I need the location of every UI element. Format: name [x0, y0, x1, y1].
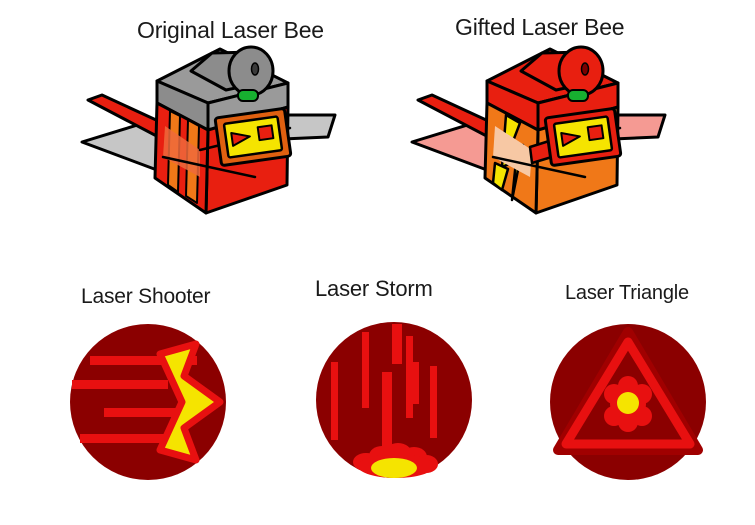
icon-laser-triangle	[550, 324, 706, 480]
panel-title-original-laser-bee: Original Laser Bee	[137, 17, 324, 43]
icon-title-laser-triangle: Laser Triangle	[565, 282, 689, 304]
panel-title-gifted-laser-bee: Gifted Laser Bee	[455, 14, 625, 40]
beam-2-storm	[392, 324, 402, 364]
triangle-ring-laser-triangle	[561, 337, 695, 449]
icon-laser-shooter	[70, 324, 226, 480]
disc-laser-storm	[316, 322, 472, 478]
beam-5-storm	[406, 336, 413, 418]
turret-aperture-gifted	[580, 62, 590, 76]
turret-aperture-original	[250, 62, 260, 76]
led-indicator-gifted	[567, 89, 589, 102]
beam-4-storm	[382, 372, 392, 454]
burst-arrow-shooter	[156, 340, 224, 464]
eye-right-gifted	[586, 124, 605, 142]
center-core-laser-triangle	[617, 392, 639, 414]
lightning-bolt-lower-gifted	[491, 161, 510, 192]
icon-title-laser-shooter: Laser Shooter	[81, 285, 211, 308]
drawing-gifted-laser-bee	[410, 45, 667, 215]
eye-left-original	[230, 131, 251, 147]
beam-2-shooter	[72, 380, 168, 389]
beam-3-storm	[331, 362, 338, 440]
icon-laser-storm	[316, 322, 472, 478]
drawing-original-laser-bee	[80, 45, 337, 215]
beam-3-shooter	[104, 408, 180, 417]
beam-7-storm	[430, 366, 437, 438]
beam-6-storm	[412, 362, 419, 404]
led-indicator-original	[237, 89, 259, 102]
impact-core-storm	[371, 458, 417, 478]
beam-1-shooter	[90, 356, 197, 365]
beam-4-shooter	[80, 434, 174, 443]
beam-1-storm	[362, 332, 369, 408]
wing-edge-line-bottom-original	[161, 155, 257, 179]
wing-edge-line-bottom-gifted	[491, 155, 587, 179]
eye-left-gifted	[560, 131, 581, 147]
icon-title-laser-storm: Laser Storm	[315, 276, 433, 301]
eye-right-original	[256, 124, 275, 142]
